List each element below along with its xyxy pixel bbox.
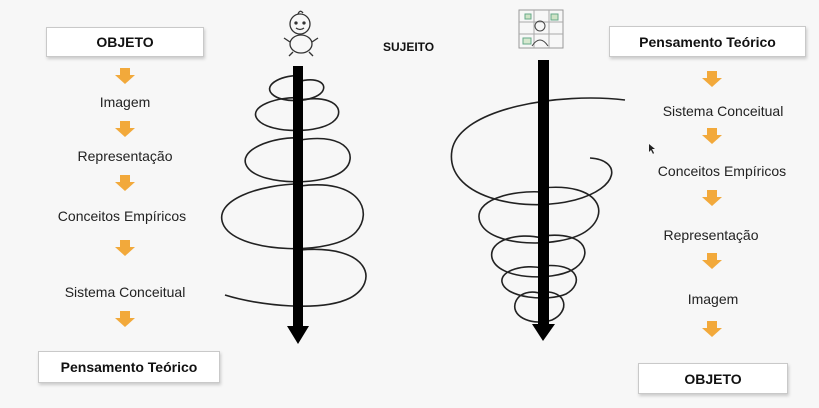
mouse-cursor-icon [649, 144, 655, 154]
right-top-box: Pensamento Teórico [609, 26, 806, 57]
adult-scholar-icon [519, 10, 563, 48]
left-vertical-arrow [287, 66, 309, 344]
right-bottom-box: OBJETO [638, 363, 788, 394]
baby-icon [284, 11, 318, 56]
right-step-1: Sistema Conceitual [663, 103, 784, 119]
right-step-3: Representação [664, 227, 759, 243]
right-step-2: Conceitos Empíricos [658, 163, 786, 179]
right-step-4: Imagem [688, 291, 739, 307]
